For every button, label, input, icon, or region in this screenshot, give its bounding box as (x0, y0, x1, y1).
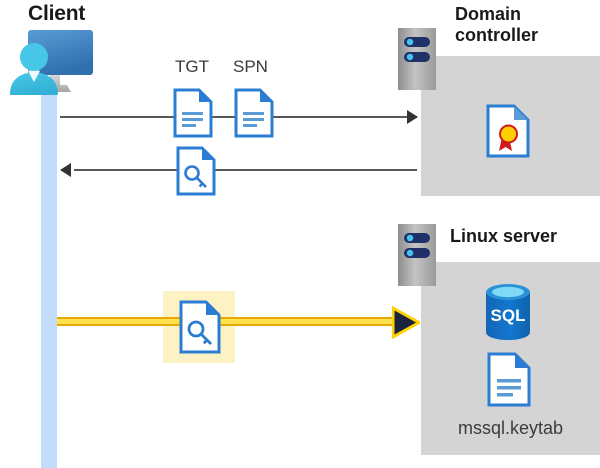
keytab-document-icon (487, 352, 531, 407)
sql-label: SQL (491, 306, 526, 325)
sql-database-icon: SQL (483, 283, 533, 341)
key-document-icon (176, 146, 216, 196)
keytab-filename-label: mssql.keytab (457, 418, 564, 438)
client-lifeline-bar (41, 86, 57, 468)
user-computer-icon (6, 26, 98, 98)
linux-server-title: Linux server (450, 226, 600, 247)
key-document-icon (179, 300, 221, 354)
client-title: Client (28, 2, 86, 25)
flow-request-arrowhead (407, 110, 418, 124)
domain-controller-title-line-1: Domain (455, 4, 522, 24)
flow-service-ticket-arrowhead (391, 305, 423, 340)
certificate-document-icon (486, 104, 530, 158)
flow-response-line (74, 169, 417, 171)
flow-response-arrowhead (60, 163, 71, 177)
server-rack-icon (398, 28, 436, 90)
text-document-icon (234, 88, 274, 138)
text-document-icon (173, 88, 213, 138)
flow-service-ticket-line (57, 317, 407, 328)
domain-controller-title: Domain controller (455, 4, 600, 46)
token-label-spn: SPN (233, 57, 268, 76)
domain-controller-title-line-2: controller (455, 25, 539, 46)
token-label-tgt: TGT (175, 57, 209, 76)
linux-server-title-line-1: Linux server (450, 226, 558, 246)
server-rack-icon (398, 224, 436, 286)
